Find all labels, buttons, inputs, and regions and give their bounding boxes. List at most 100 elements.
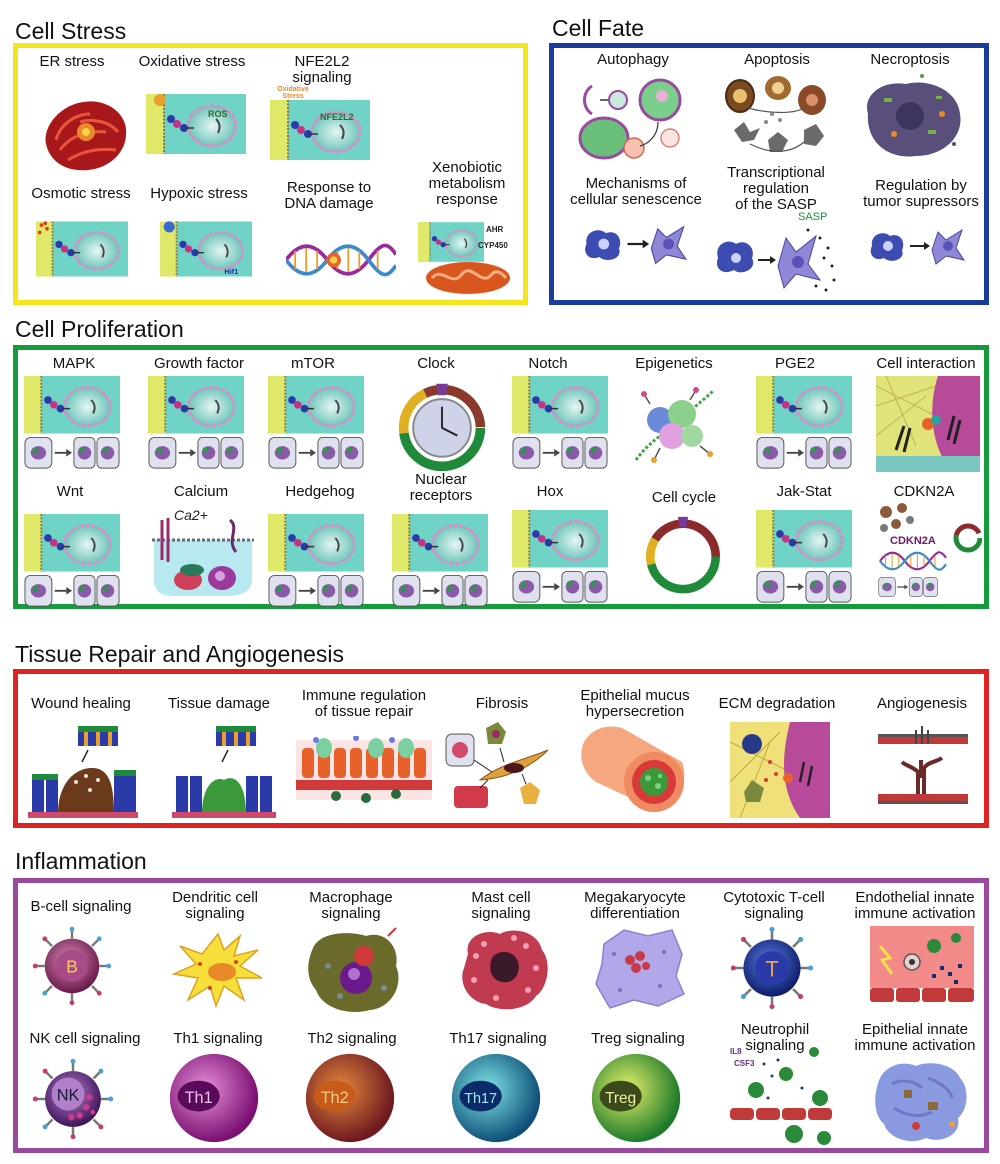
nuclear-receptors-label: Nuclear receptors [409,471,473,504]
ros-text: ROS [208,109,228,119]
cell-fate-panel [549,43,989,305]
th1-letters: Th1 [185,1089,213,1107]
th17-letters: Th17 [464,1091,497,1107]
clock-label: Clock [417,355,455,372]
tissue-repair-panel [13,669,989,828]
th2-label: Th2 signaling [307,1030,397,1047]
macrophage-label: Macrophage signaling [309,889,393,922]
epithelial-innate-icon [875,1063,967,1142]
cell-interaction-icon [876,376,980,472]
epithelial-innate-label: Epithelial innate immune activation [854,1021,976,1054]
growth-factor-icon [148,376,244,477]
autophagy-icon [578,78,682,160]
cdkn2a-icon: CDKN2A [878,503,982,598]
tissue-damage-icon [172,726,276,818]
th1-label: Th1 signaling [173,1030,263,1047]
cytotoxic-t-cell-label: Cytotoxic T-cell signaling [723,889,825,922]
nk-cell-label: NK cell signaling [29,1030,141,1047]
jak-stat-icon [756,510,852,611]
hypoxic-stress-label: Hypoxic stress [150,185,248,202]
notch-icon [512,376,608,477]
wnt-label: Wnt [56,483,84,500]
nfe2l2-signaling-label: NFE2L2 signaling [292,53,352,86]
treg-label: Treg signaling [591,1030,685,1047]
nk-cell-icon: NK [32,1058,114,1140]
angiogenesis-label: Angiogenesis [876,695,968,712]
cell-stress-title: Cell Stress [15,18,127,44]
er-stress-label: ER stress [39,53,105,70]
immune-regulation-label: Immune regulation of tissue repair [301,687,427,720]
ecm-degradation-label: ECM degradation [718,695,836,712]
epigenetics-label: Epigenetics [635,355,713,372]
epigenetics-icon [634,387,716,463]
nk-letters: NK [57,1087,80,1105]
calcium-ion-text: Ca2+ [174,507,208,523]
dendritic-cell-label: Dendritic cell signaling [172,889,258,922]
dendritic-cell-icon [171,932,263,1009]
b-cell-icon: B [32,926,112,1006]
mast-cell-label: Mast cell signaling [471,889,531,922]
autophagy-label: Autophagy [597,51,669,68]
xenobiotic-icon: AHR CYP450 [418,222,510,294]
hypoxic-stress-icon: Hif1 [160,221,252,277]
er-stress-icon [45,101,127,171]
apoptosis-label: Apoptosis [744,51,810,68]
mtor-icon [268,376,364,477]
cell-interaction-label: Cell interaction [876,355,976,372]
hox-label: Hox [536,483,564,500]
sasp-icon: SASP [716,211,836,292]
fibrosis-icon [445,722,549,808]
hif1-text: Hif1 [224,267,238,276]
oxidative-stress-sublabel: Oxidative Stress [277,86,309,101]
oxidative-stress-label: Oxidative stress [138,53,246,70]
cell-proliferation-panel [13,345,989,609]
inflammation-panel [13,878,989,1153]
endothelial-innate-icon [870,926,974,1002]
cell-stress-panel [13,43,528,305]
senescence-icon [584,225,687,265]
mtor-label: mTOR [291,355,335,372]
nfe2l2-signaling-icon: NFE2L2 [270,100,370,160]
nfe2l2-text: NFE2L2 [320,112,354,122]
macrophage-icon [308,927,399,1012]
pge2-icon [756,376,852,477]
cdkn2a-text: CDKN2A [890,535,936,547]
mapk-label: MAPK [52,355,96,372]
neutrophil-icon: IL8 CSF3 [730,1047,832,1145]
hedgehog-icon [268,514,364,615]
dna-damage-icon [286,243,396,277]
calcium-icon: Ca2+ [152,507,254,596]
tissue-repair-title: Tissue Repair and Angiogenesis [15,641,345,667]
wound-healing-icon [28,726,138,818]
immune-regulation-icon [296,736,432,803]
cell-proliferation-title: Cell Proliferation [15,316,184,342]
cell-fate-title: Cell Fate [552,15,645,41]
tumor-suppressors-icon [869,229,965,265]
mucus-hypersecretion-label: Epithelial mucus hypersecretion [580,687,690,720]
mast-cell-icon [462,930,548,1010]
cdkn2a-label: CDKN2A [893,483,955,500]
senescence-label: Mechanisms of cellular senescence [570,175,702,208]
cytotoxic-t-cell-icon: T [730,926,814,1010]
jak-stat-label: Jak-Stat [776,483,832,500]
il8-text: IL8 [730,1047,742,1056]
fibrosis-label: Fibrosis [475,695,529,712]
neutrophil-label: Neutrophil signaling [740,1021,810,1054]
sasp-text: SASP [798,211,827,223]
wound-healing-label: Wound healing [31,695,131,712]
dna-damage-label: Response to DNA damage [284,179,374,212]
calcium-label: Calcium [173,483,229,500]
sasp-label: Transcriptional regulation of the SASP [727,164,825,213]
b-cell-label: B-cell signaling [30,898,132,915]
osmotic-stress-icon [36,221,128,277]
hedgehog-label: Hedgehog [285,483,355,500]
mapk-icon [24,376,120,477]
growth-factor-label: Growth factor [153,355,245,372]
notch-label: Notch [528,355,568,372]
xenobiotic-label: Xenobiotic metabolism response [428,159,506,208]
b-cell-letter: B [66,956,78,976]
treg-icon: Treg [591,1053,681,1143]
endothelial-innate-label: Endothelial innate immune activation [854,889,976,922]
angiogenesis-icon [878,726,968,804]
mucus-hypersecretion-icon [581,726,685,812]
